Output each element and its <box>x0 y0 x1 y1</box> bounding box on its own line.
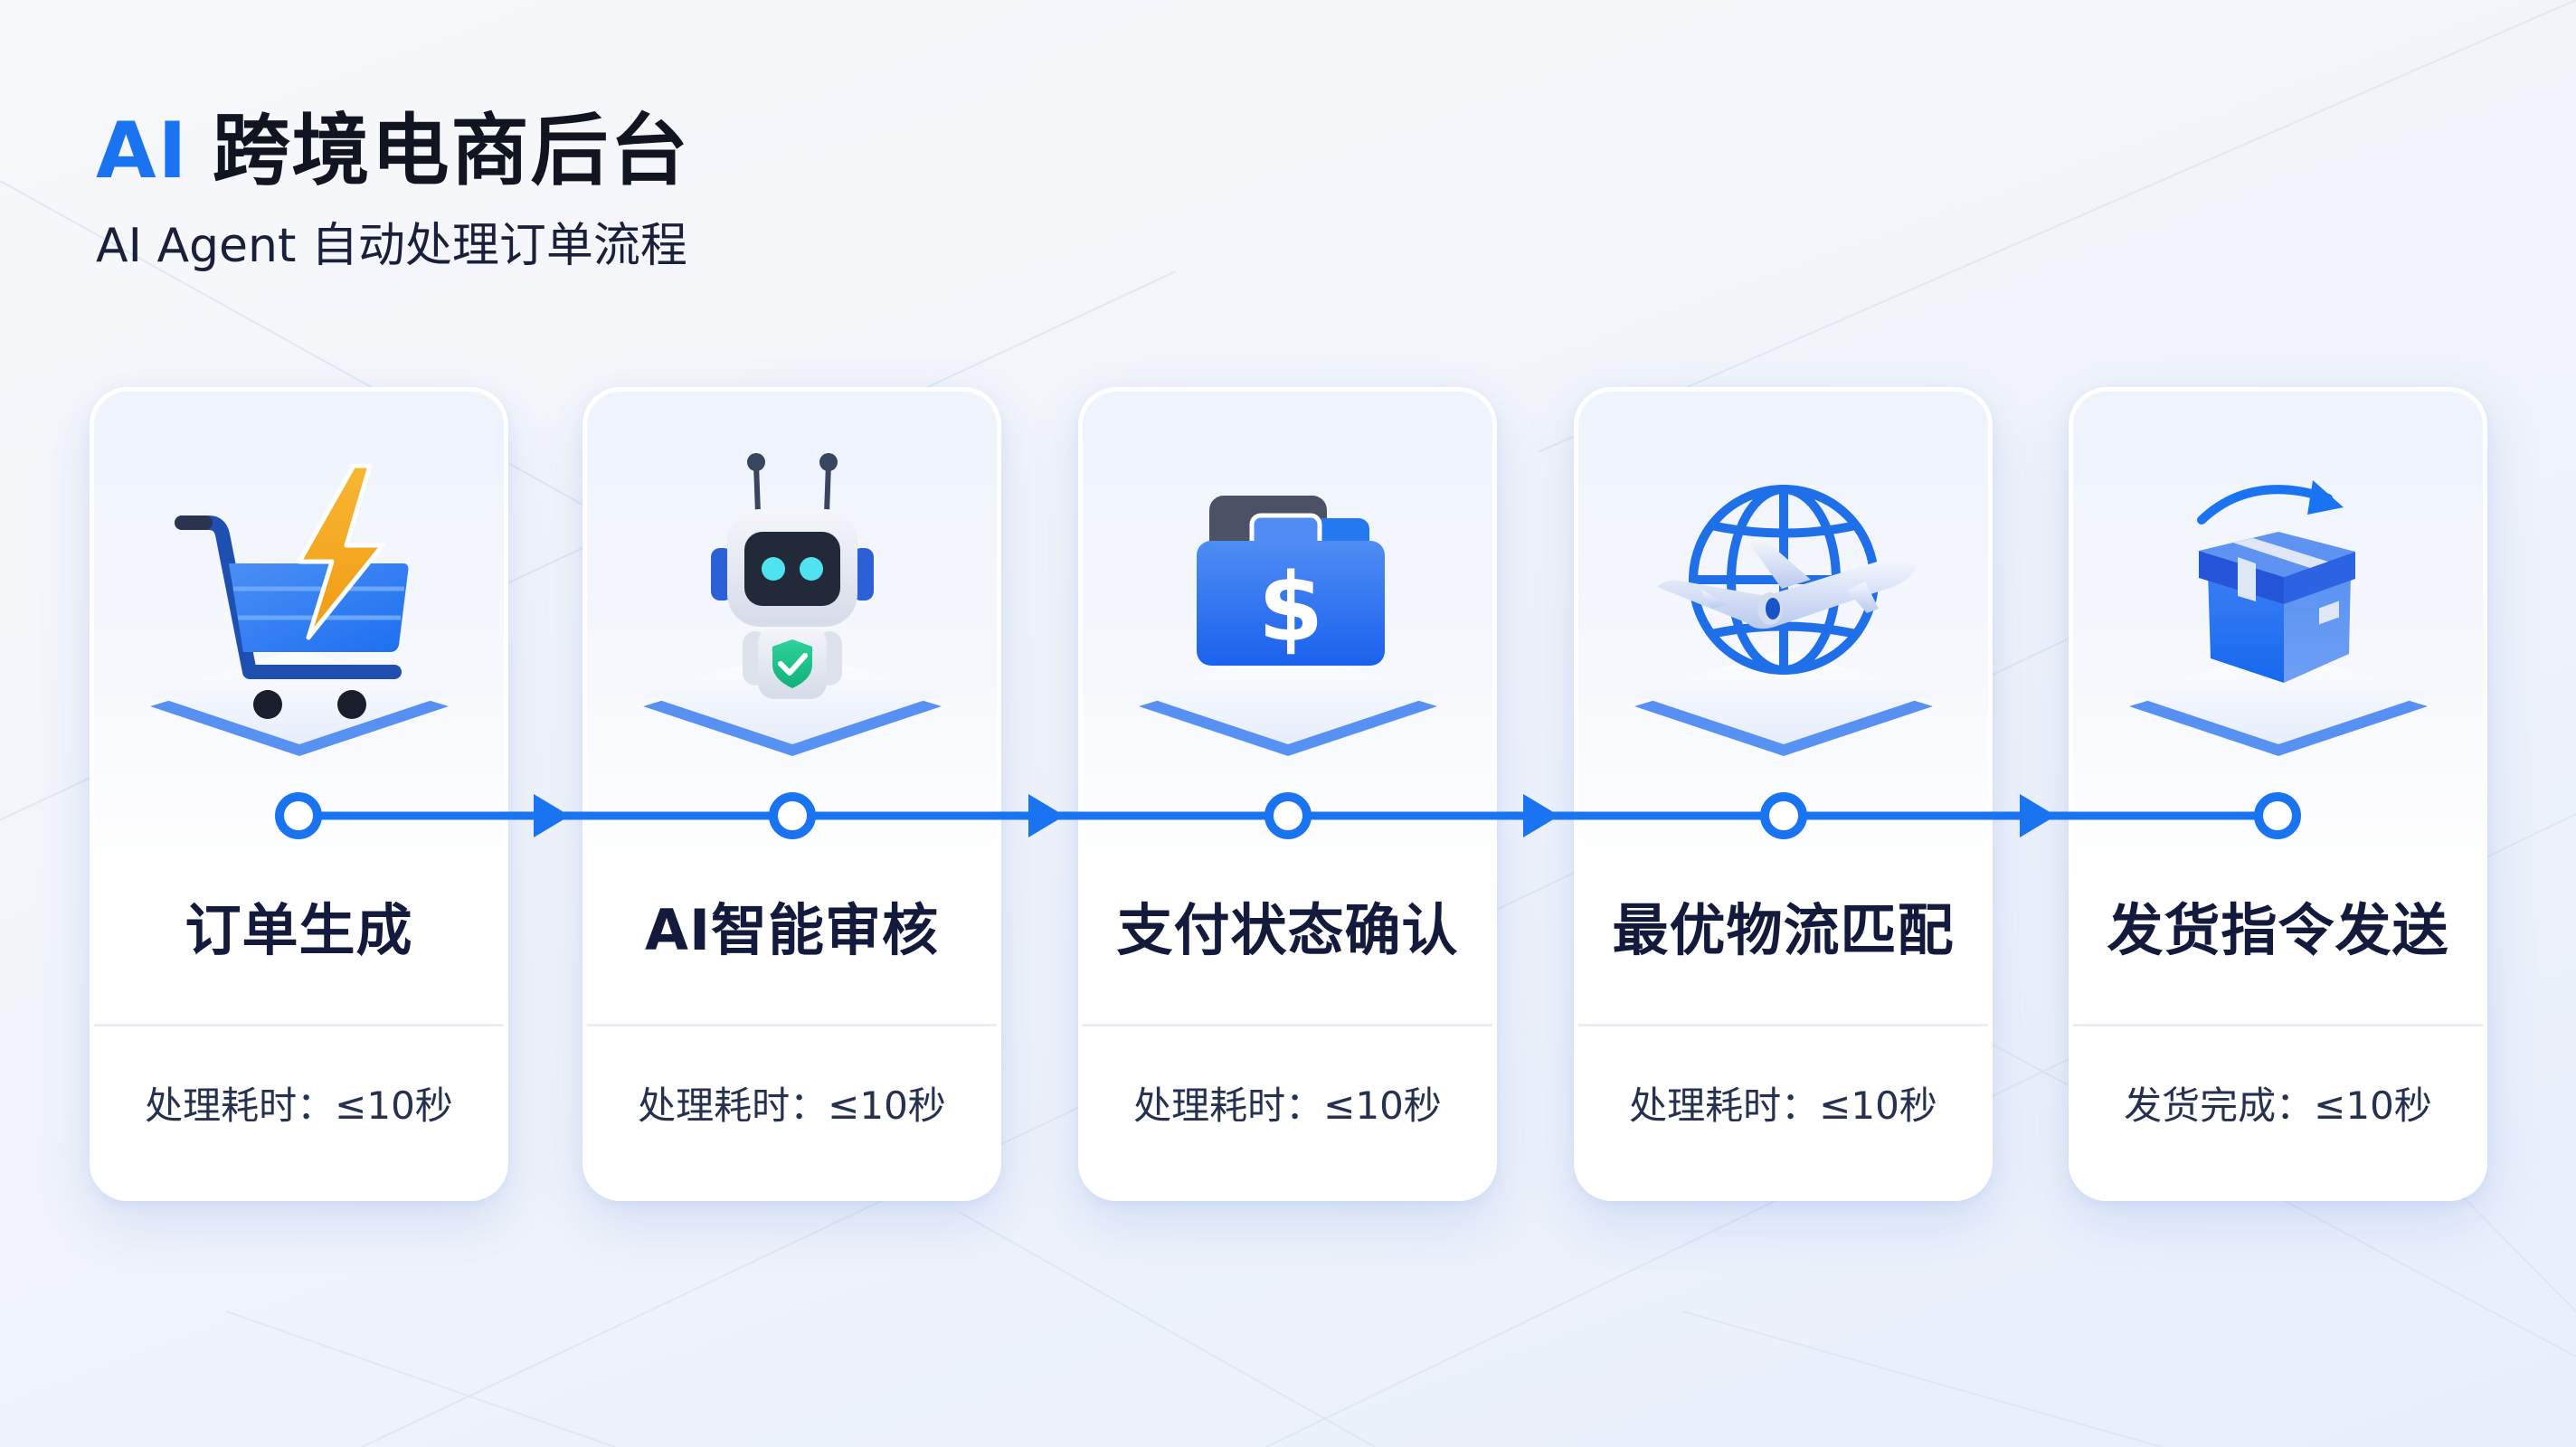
wallet-dollar-icon: $ <box>1138 496 1437 756</box>
step-title: 最优物流匹配 <box>1612 897 1955 963</box>
timeline-node-5[interactable] <box>2254 792 2301 839</box>
card-divider <box>587 1024 997 1026</box>
card-divider <box>2073 1024 2483 1026</box>
arrow-right-icon <box>534 794 570 837</box>
step-illustration <box>1578 428 1988 771</box>
robot-shield-check-icon <box>642 453 942 756</box>
page-header: AI 跨境电商后台 AI Agent 自动处理订单流程 <box>96 101 690 275</box>
step-illustration: $ <box>1083 428 1492 771</box>
arrow-right-icon <box>1028 794 1065 837</box>
card-divider <box>1578 1024 1988 1026</box>
shopping-cart-lightning-icon <box>149 463 449 756</box>
arrow-right-icon <box>1523 794 1559 837</box>
timeline-node-2[interactable] <box>769 792 816 839</box>
package-send-arrow-icon <box>2128 480 2428 756</box>
page-title: AI 跨境电商后台 <box>96 101 690 201</box>
step-illustration <box>587 428 997 771</box>
step-title: 支付状态确认 <box>1116 897 1459 963</box>
step-metric: 处理耗时：≤10秒 <box>1629 1083 1937 1128</box>
step-metric: 处理耗时：≤10秒 <box>1133 1083 1442 1128</box>
title-accent: AI <box>96 106 189 196</box>
step-metric: 处理耗时：≤10秒 <box>145 1083 453 1128</box>
title-main: 跨境电商后台 <box>212 106 690 196</box>
card-divider <box>94 1024 504 1026</box>
globe-airplane-icon <box>1634 485 1933 756</box>
svg-text:$: $ <box>1257 553 1322 663</box>
page-subtitle: AI Agent 自动处理订单流程 <box>96 219 687 273</box>
timeline-node-1[interactable] <box>275 792 322 839</box>
step-illustration <box>94 428 504 771</box>
timeline-node-3[interactable] <box>1264 792 1312 839</box>
step-title: AI智能审核 <box>644 897 940 963</box>
step-title: 发货指令发送 <box>2107 897 2449 963</box>
card-divider <box>1083 1024 1492 1026</box>
step-title: 订单生成 <box>185 897 413 963</box>
step-card-order-created[interactable]: 订单生成 处理耗时：≤10秒 <box>90 387 508 1201</box>
step-card-shipping-dispatch[interactable]: 发货指令发送 发货完成：≤10秒 <box>2069 387 2487 1201</box>
step-card-logistics-match[interactable]: 最优物流匹配 处理耗时：≤10秒 <box>1574 387 1993 1201</box>
step-metric: 处理耗时：≤10秒 <box>638 1083 946 1128</box>
timeline-node-4[interactable] <box>1760 792 1807 839</box>
arrow-right-icon <box>2020 794 2056 837</box>
step-illustration <box>2073 428 2483 771</box>
step-metric: 发货完成：≤10秒 <box>2124 1083 2432 1128</box>
